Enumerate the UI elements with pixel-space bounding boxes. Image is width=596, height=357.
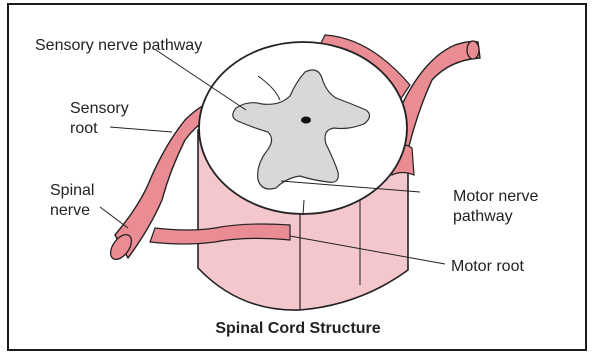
right-spinal-nerve [395,41,480,150]
label-spinal-nerve-line1: Spinal [50,181,94,200]
label-spinal-nerve-line2: nerve [50,201,90,220]
label-sensory-root-line1: Sensory [70,99,129,118]
label-motor-nerve-pathway-line2: pathway [453,207,513,226]
label-sensory-nerve-pathway: Sensory nerve pathway [35,36,202,55]
label-motor-root: Motor root [451,257,524,276]
central-canal [301,117,311,124]
label-motor-nerve-pathway-line1: Motor nerve [453,187,538,206]
label-sensory-root-line2: root [70,119,98,138]
caption: Spinal Cord Structure [0,320,596,338]
